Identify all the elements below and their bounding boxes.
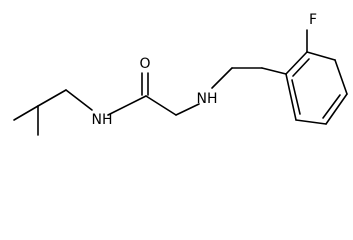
amine-nitrogen-label: NH bbox=[197, 91, 218, 107]
ring-bond-1 bbox=[285, 51, 308, 75]
ring-bond-2 bbox=[306, 51, 336, 61]
bond-ch2-n bbox=[65, 89, 93, 111]
bond-branch-ch2 bbox=[37, 89, 67, 107]
fluorine-label: F bbox=[309, 12, 317, 28]
amide-nitrogen-label: NH bbox=[92, 112, 113, 128]
bond-carbonyl-ch2 bbox=[145, 95, 177, 116]
bond-n-carbonyl bbox=[107, 95, 147, 116]
bond-ch2-ring bbox=[261, 67, 287, 75]
ring-bond-6 bbox=[285, 73, 297, 121]
ring-double-inner-3 bbox=[291, 79, 301, 115]
bond-nh-ch2 bbox=[211, 67, 233, 89]
ring-bond-5 bbox=[295, 119, 327, 125]
ring-bond-4 bbox=[325, 93, 348, 125]
ring-bond-3 bbox=[334, 59, 348, 95]
ring-double-inner-2 bbox=[322, 94, 341, 119]
bond-ch2-nh bbox=[175, 103, 200, 116]
bond-methyl-1 bbox=[13, 105, 39, 121]
carbonyl-oxygen-label: O bbox=[139, 56, 150, 72]
chemical-structure-diagram: F O NH NH bbox=[13, 12, 348, 136]
ring-double-inner-1 bbox=[292, 58, 310, 77]
